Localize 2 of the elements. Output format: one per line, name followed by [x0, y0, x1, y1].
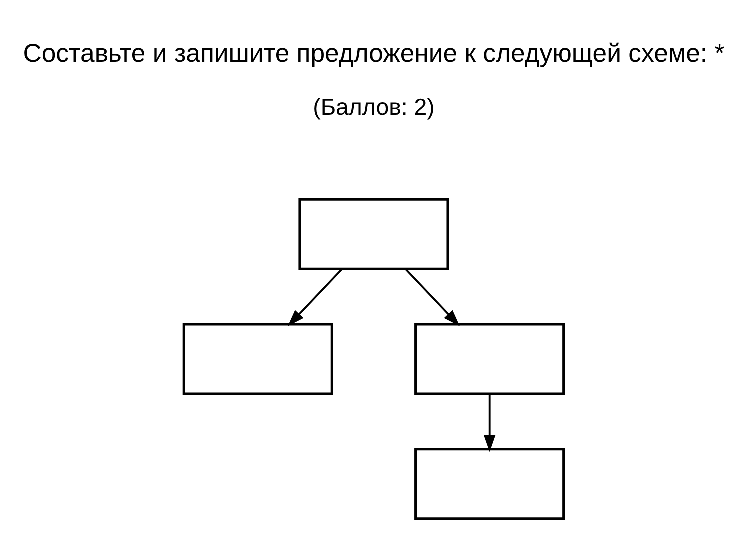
diagram-title: Составьте и запишите предложение к следующей схеме: *	[23, 39, 725, 68]
label: (Баллов: 2)	[313, 94, 435, 120]
